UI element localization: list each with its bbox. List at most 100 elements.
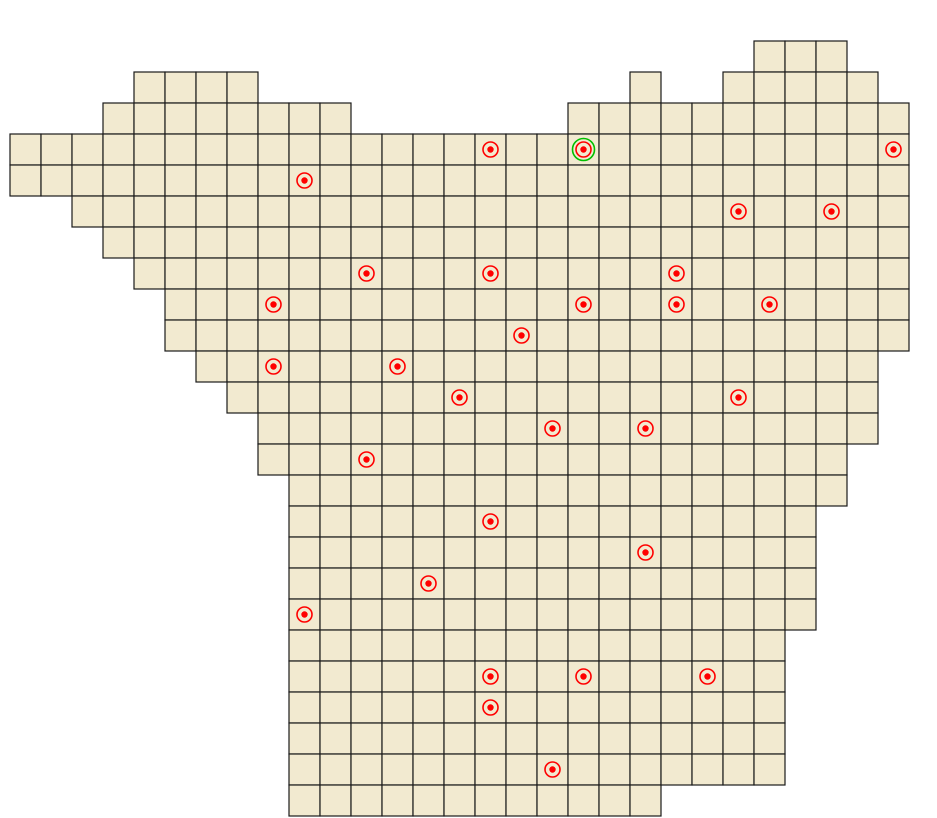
grid-cell[interactable] [846,226,879,259]
grid-cell[interactable] [412,784,445,817]
grid-cell[interactable] [753,350,786,383]
grid-cell[interactable] [567,102,600,135]
grid-cell[interactable] [505,660,538,693]
grid-cell[interactable] [319,102,352,135]
location-marker-icon[interactable] [265,358,282,375]
grid-cell[interactable] [443,474,476,507]
grid-cell[interactable] [412,350,445,383]
grid-cell[interactable] [784,257,817,290]
grid-cell[interactable] [226,288,259,321]
grid-cell[interactable] [784,412,817,445]
grid-cell[interactable] [598,629,631,662]
grid-cell[interactable] [412,505,445,538]
location-marker-icon[interactable] [265,296,282,313]
grid-cell[interactable] [381,660,414,693]
grid-cell[interactable] [505,536,538,569]
grid-cell[interactable] [350,567,383,600]
grid-cell[interactable] [846,350,879,383]
grid-cell[interactable] [846,133,879,166]
grid-cell[interactable] [319,443,352,476]
grid-cell[interactable] [660,722,693,755]
grid-cell[interactable] [629,629,662,662]
grid-cell[interactable] [753,381,786,414]
grid-cell[interactable] [598,350,631,383]
grid-cell[interactable] [877,102,910,135]
location-marker-icon[interactable] [420,575,437,592]
grid-cell[interactable] [536,319,569,352]
grid-cell[interactable] [9,164,42,197]
grid-cell[interactable] [102,102,135,135]
grid-cell[interactable] [722,71,755,104]
grid-cell[interactable] [629,784,662,817]
grid-cell[interactable] [257,412,290,445]
grid-cell[interactable] [474,164,507,197]
grid-cell[interactable] [412,753,445,786]
grid-cell[interactable] [288,412,321,445]
location-marker-icon[interactable] [544,761,561,778]
grid-cell[interactable] [691,164,724,197]
grid-cell[interactable] [257,443,290,476]
grid-cell[interactable] [753,443,786,476]
grid-cell[interactable] [164,102,197,135]
grid-cell[interactable] [164,133,197,166]
grid-cell[interactable] [505,598,538,631]
grid-cell[interactable] [350,350,383,383]
grid-cell[interactable] [474,598,507,631]
grid-cell[interactable] [753,40,786,73]
grid-cell[interactable] [598,474,631,507]
grid-cell[interactable] [226,164,259,197]
grid-cell[interactable] [350,660,383,693]
grid-cell[interactable] [319,350,352,383]
grid-cell[interactable] [288,505,321,538]
grid-cell[interactable] [102,164,135,197]
grid-cell[interactable] [629,257,662,290]
grid-cell[interactable] [102,195,135,228]
grid-cell[interactable] [288,629,321,662]
location-marker-icon[interactable] [730,389,747,406]
grid-cell[interactable] [443,319,476,352]
location-marker-icon[interactable] [482,699,499,716]
grid-cell[interactable] [319,226,352,259]
grid-cell[interactable] [722,536,755,569]
grid-cell[interactable] [288,660,321,693]
grid-cell[interactable] [598,536,631,569]
grid-cell[interactable] [257,257,290,290]
grid-cell[interactable] [412,381,445,414]
grid-cell[interactable] [815,474,848,507]
grid-cell[interactable] [629,660,662,693]
grid-cell[interactable] [753,567,786,600]
grid-cell[interactable] [505,629,538,662]
grid-cell[interactable] [381,598,414,631]
grid-cell[interactable] [9,133,42,166]
grid-cell[interactable] [381,443,414,476]
grid-cell[interactable] [474,381,507,414]
grid-cell[interactable] [536,350,569,383]
grid-cell[interactable] [660,164,693,197]
grid-cell[interactable] [505,164,538,197]
grid-cell[interactable] [164,319,197,352]
grid-cell[interactable] [753,629,786,662]
grid-cell[interactable] [381,195,414,228]
grid-cell[interactable] [319,691,352,724]
grid-cell[interactable] [350,412,383,445]
grid-cell[interactable] [722,660,755,693]
grid-cell[interactable] [164,195,197,228]
location-marker-icon[interactable] [699,668,716,685]
grid-cell[interactable] [536,505,569,538]
grid-cell[interactable] [226,226,259,259]
grid-cell[interactable] [722,753,755,786]
grid-cell[interactable] [815,102,848,135]
grid-cell[interactable] [815,226,848,259]
grid-cell[interactable] [722,412,755,445]
grid-cell[interactable] [288,722,321,755]
grid-cell[interactable] [195,288,228,321]
grid-cell[interactable] [753,102,786,135]
location-marker-icon[interactable] [575,668,592,685]
grid-cell[interactable] [474,722,507,755]
grid-cell[interactable] [536,226,569,259]
grid-cell[interactable] [846,164,879,197]
grid-cell[interactable] [629,722,662,755]
grid-cell[interactable] [474,412,507,445]
grid-cell[interactable] [381,257,414,290]
grid-cell[interactable] [691,474,724,507]
